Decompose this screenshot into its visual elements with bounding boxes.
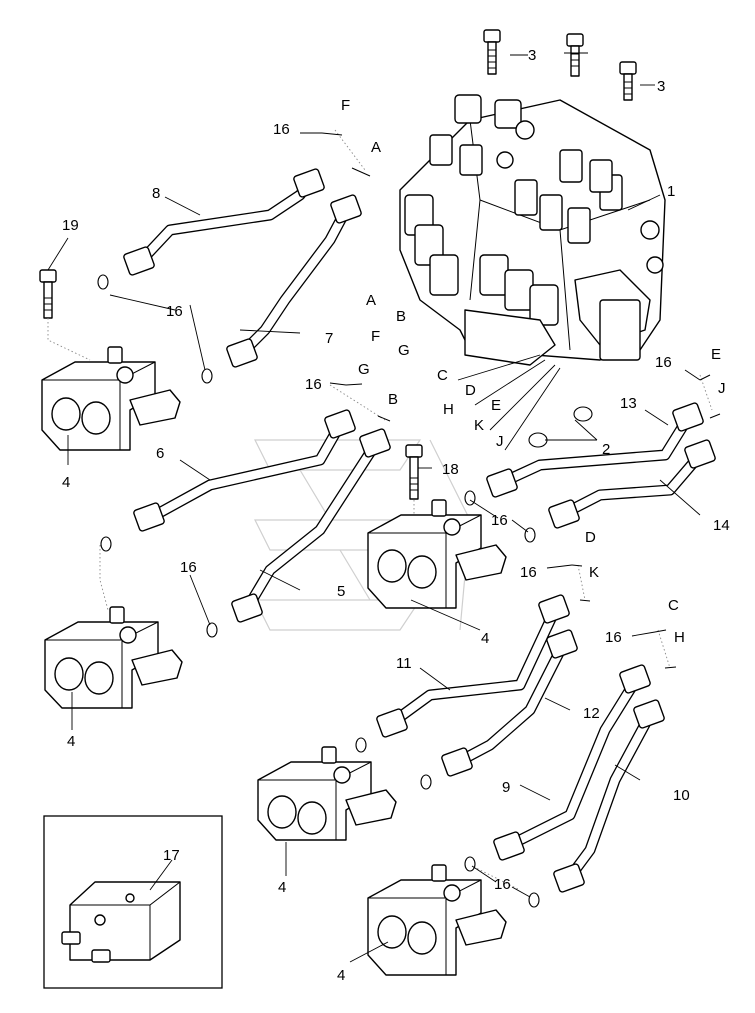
callout-19: 19	[62, 217, 79, 234]
callout-16: 16	[166, 303, 183, 320]
callout-11: 11	[396, 655, 412, 672]
port-letter: F	[371, 328, 380, 345]
hydraulic-tube	[548, 439, 716, 529]
hydraulic-tube	[226, 194, 362, 368]
callout-6: 6	[156, 445, 164, 462]
inset-box	[43, 815, 223, 989]
port-letter: G	[358, 361, 370, 378]
hydraulic-tube	[133, 409, 356, 532]
port-letter: C	[437, 367, 448, 384]
callout-16: 16	[655, 354, 672, 371]
mounting-bolt	[566, 33, 584, 77]
assembly-reference-lines	[47, 129, 713, 891]
hydraulic-tube	[441, 629, 578, 777]
callout-12: 12	[583, 705, 600, 722]
callout-16: 16	[520, 564, 537, 581]
mounting-bolt	[619, 61, 637, 101]
callout-3: 3	[657, 78, 665, 95]
callout-labels: 1 2 3 3 4 4 4 4 4 5 6 7 8 9 10 11 12 13 …	[62, 47, 730, 984]
callout-16: 16	[273, 121, 290, 138]
bolt	[405, 444, 423, 500]
port-letter: J	[496, 433, 504, 450]
port-letter: H	[674, 629, 685, 646]
port-letter: G	[398, 342, 410, 359]
callout-16: 16	[305, 376, 322, 393]
port-letter: F	[341, 97, 350, 114]
valve-section-block	[41, 346, 181, 451]
callout-14: 14	[713, 517, 730, 534]
callout-18: 18	[442, 461, 459, 478]
port-letter: E	[711, 346, 721, 363]
port-letter: A	[366, 292, 376, 309]
callout-4: 4	[481, 630, 489, 647]
hydraulic-tube	[231, 428, 391, 623]
port-letters: F A A B F G G B C D H E K J E J D K C H	[341, 97, 726, 646]
callout-10: 10	[673, 787, 690, 804]
callout-8: 8	[152, 185, 160, 202]
port-letter: D	[465, 382, 476, 399]
valve-section-block	[257, 746, 397, 841]
callout-13: 13	[620, 395, 637, 412]
hydraulic-tube	[123, 168, 325, 276]
callout-1: 1	[667, 183, 675, 200]
callout-2: 2	[602, 441, 610, 458]
port-letter: J	[718, 380, 726, 397]
main-control-valve	[399, 94, 666, 366]
hydraulic-tube	[376, 594, 570, 738]
port-letter: K	[589, 564, 599, 581]
callout-16: 16	[494, 876, 511, 893]
retaining-clip	[321, 132, 721, 669]
hydraulic-tube	[486, 402, 704, 498]
callout-16: 16	[491, 512, 508, 529]
port-letter: H	[443, 401, 454, 418]
mounting-bolt	[483, 29, 501, 75]
callout-9: 9	[502, 779, 510, 796]
callout-4: 4	[278, 879, 286, 896]
callout-16: 16	[180, 559, 197, 576]
port-letter: B	[396, 308, 406, 325]
port-letter: C	[668, 597, 679, 614]
callout-4: 4	[67, 733, 75, 750]
valve-section-block	[44, 606, 183, 709]
port-letter: E	[491, 397, 501, 414]
valve-section-block	[367, 864, 507, 976]
port-letter: D	[585, 529, 596, 546]
leader-lines	[47, 52, 701, 963]
callout-4: 4	[62, 474, 70, 491]
bolt	[39, 269, 57, 319]
port-letter: B	[388, 391, 398, 408]
hydraulic-tube	[493, 664, 651, 861]
callout-7: 7	[325, 330, 333, 347]
callout-4: 4	[337, 967, 345, 984]
callout-17: 17	[163, 847, 180, 864]
callout-3: 3	[528, 47, 536, 64]
port-letter: A	[371, 139, 381, 156]
o-ring	[97, 274, 593, 908]
valve-section-block	[367, 499, 507, 609]
callout-5: 5	[337, 583, 345, 600]
port-letter: K	[474, 417, 484, 434]
callout-16: 16	[605, 629, 622, 646]
hydraulic-tube	[553, 699, 665, 893]
